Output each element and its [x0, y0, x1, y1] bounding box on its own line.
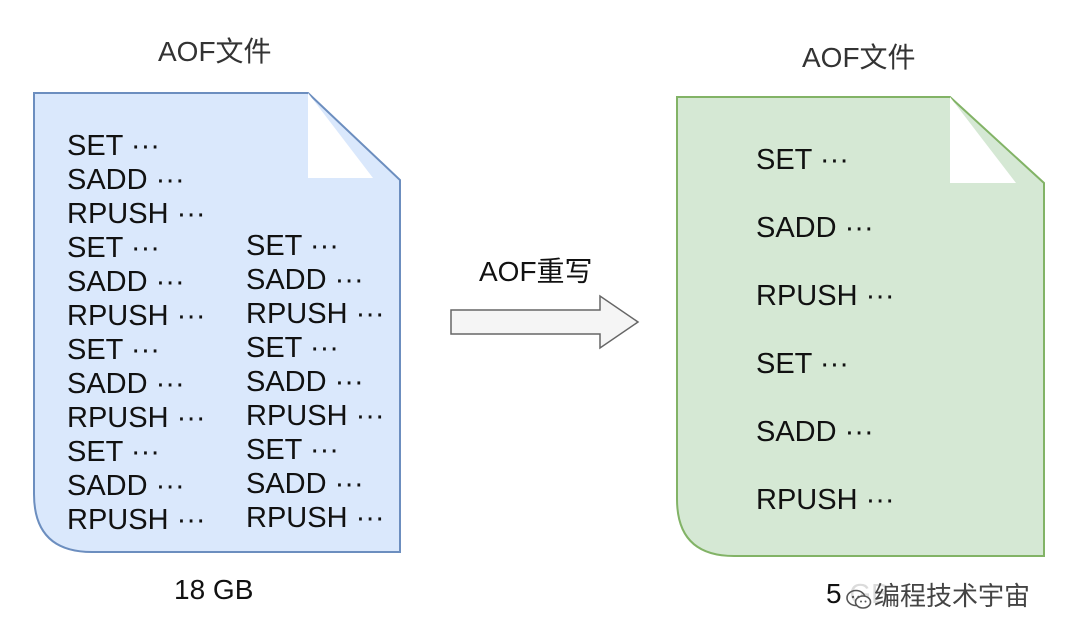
- command-line: SET ···: [756, 144, 849, 176]
- command-line: RPUSH ···: [67, 300, 206, 332]
- command-line: SET ···: [246, 230, 339, 262]
- command-line: SADD ···: [67, 470, 185, 502]
- right-file-title: AOF文件: [802, 42, 916, 73]
- command-line: SADD ···: [246, 264, 364, 296]
- command-line: SET ···: [67, 130, 160, 162]
- command-line: RPUSH ···: [67, 402, 206, 434]
- right-file-shape: [676, 96, 1045, 557]
- left-file-column-2: SET ··· SADD ··· RPUSH ··· SET ··· SADD …: [246, 229, 385, 535]
- command-line: RPUSH ···: [246, 502, 385, 534]
- watermark: 编程技术宇宙: [842, 576, 1035, 613]
- left-file-shape: [33, 92, 401, 553]
- command-line: SET ···: [67, 334, 160, 366]
- command-line: SET ···: [246, 434, 339, 466]
- left-file-fold: [308, 93, 373, 178]
- right-file-fold: [950, 97, 1016, 183]
- rewrite-arrow: [450, 294, 640, 350]
- right-file-line-list: SET ··· SADD ··· RPUSH ··· SET ··· SADD …: [756, 143, 895, 551]
- command-line: SADD ···: [67, 266, 185, 298]
- command-line: SET ···: [756, 348, 849, 380]
- watermark-text: 编程技术宇宙: [874, 581, 1031, 611]
- command-line: RPUSH ···: [246, 298, 385, 330]
- command-line: SADD ···: [67, 164, 185, 196]
- command-line: RPUSH ···: [756, 280, 895, 312]
- command-line: SADD ···: [67, 368, 185, 400]
- command-line: SADD ···: [756, 416, 874, 448]
- left-file-size: 18 GB: [174, 574, 254, 605]
- wechat-icon: [846, 587, 872, 609]
- command-line: RPUSH ···: [67, 198, 206, 230]
- command-line: RPUSH ···: [756, 484, 895, 516]
- rewrite-label: AOF重写: [479, 256, 593, 287]
- command-line: SET ···: [67, 232, 160, 264]
- command-line: RPUSH ···: [67, 504, 206, 536]
- left-file-title: AOF文件: [158, 36, 272, 67]
- left-file-column-1: SET ··· SADD ··· RPUSH ··· SET ··· SADD …: [67, 129, 206, 537]
- command-line: SADD ···: [246, 366, 364, 398]
- command-line: SET ···: [246, 332, 339, 364]
- command-line: SADD ···: [756, 212, 874, 244]
- command-line: SADD ···: [246, 468, 364, 500]
- command-line: SET ···: [67, 436, 160, 468]
- command-line: RPUSH ···: [246, 400, 385, 432]
